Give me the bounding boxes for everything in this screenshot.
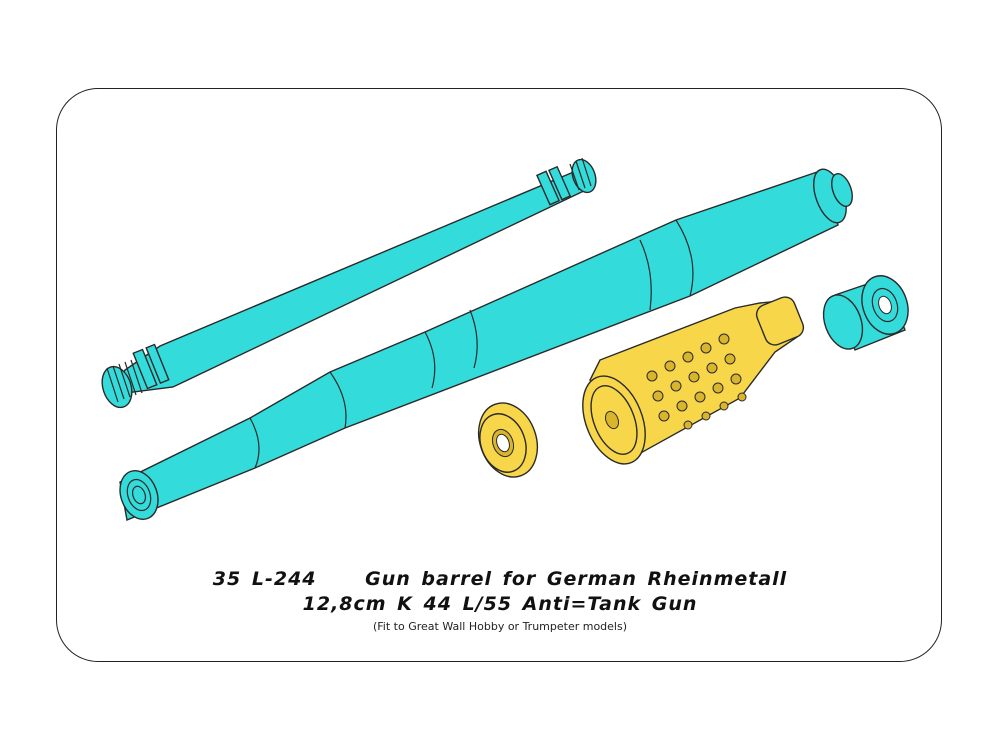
product-subtitle: 12,8cm K 44 L/55 Anti=Tank Gun: [302, 593, 698, 615]
fitment-note: (Fit to Great Wall Hobby or Trumpeter mo…: [372, 620, 628, 633]
muzzle-brake: [582, 296, 805, 465]
caption-title-line: 35 L-244 Gun barrel for German Rheinmeta…: [0, 568, 1000, 590]
upper-barrel-muzzle: [536, 157, 597, 206]
barrel-collar: [822, 275, 909, 351]
lower-barrel: [119, 168, 853, 521]
upper-barrel-thread: [101, 343, 170, 409]
product-code: 35 L-244: [212, 568, 317, 590]
upper-barrel: [101, 157, 597, 409]
brass-ring: [477, 402, 539, 478]
product-title: Gun barrel for German Rheinmetall: [365, 568, 788, 590]
